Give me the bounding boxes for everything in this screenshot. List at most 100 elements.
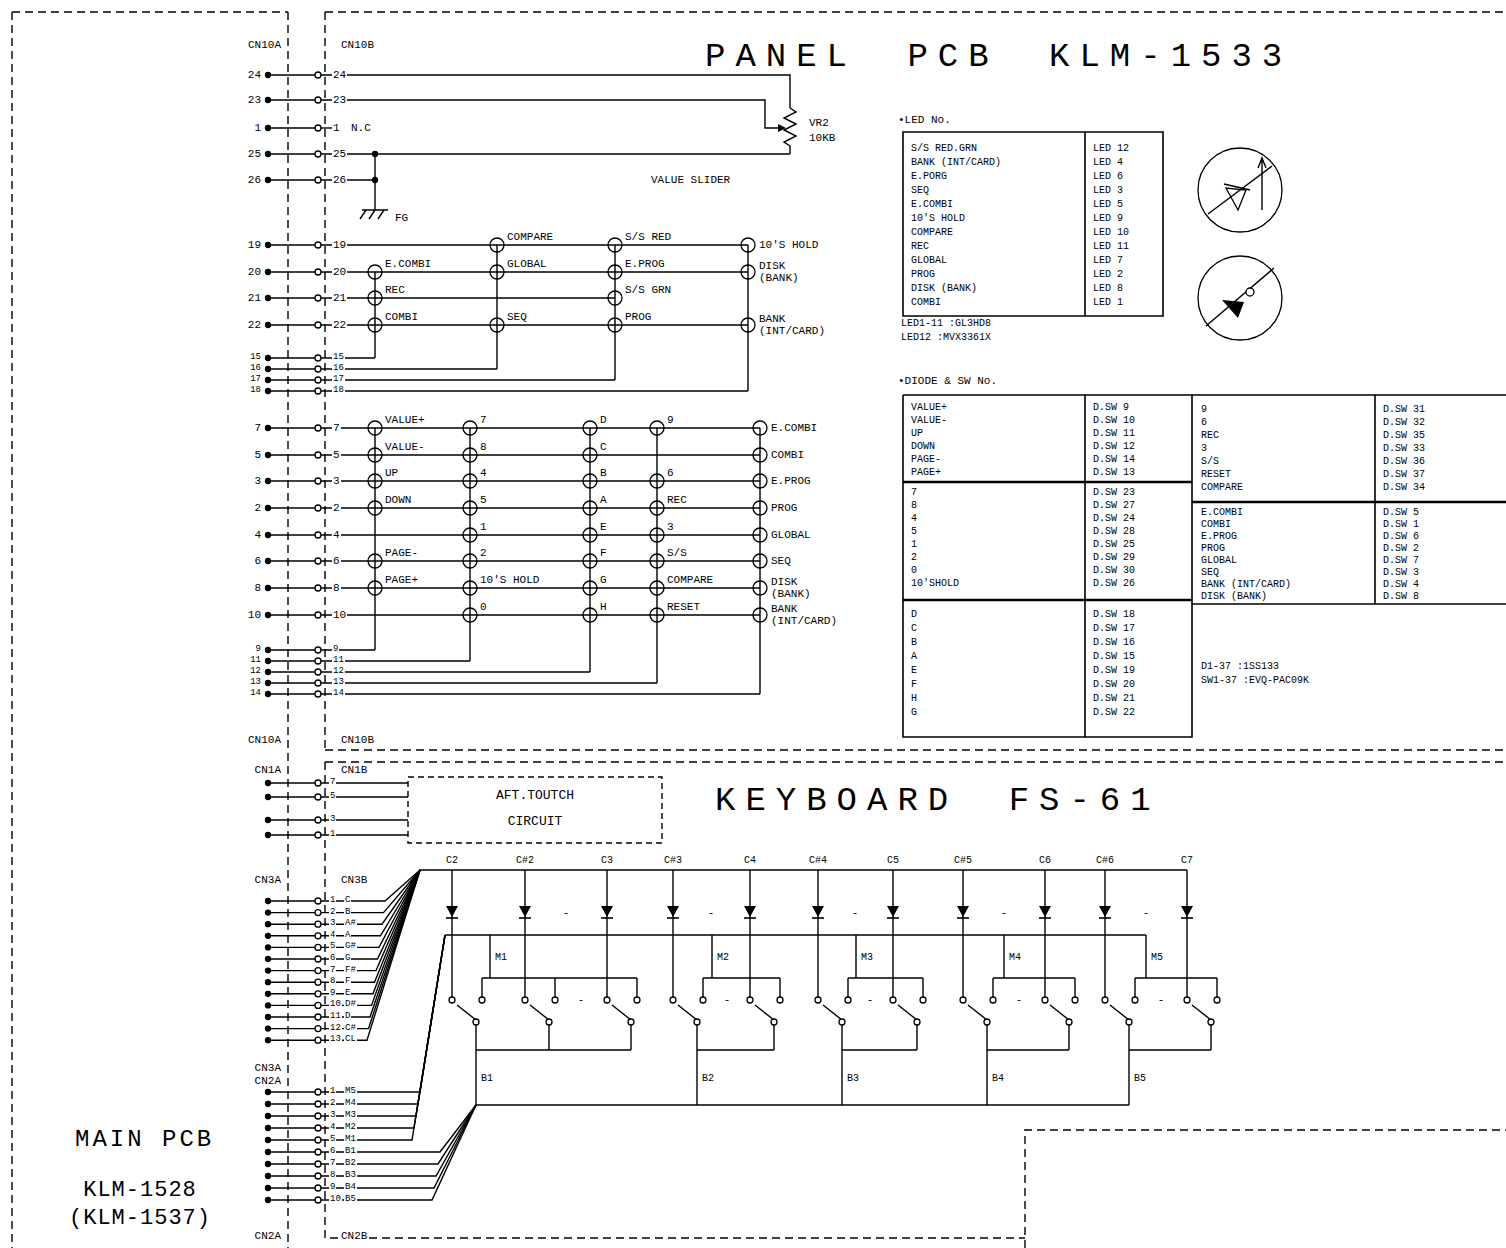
- key-name: C#6: [1095, 855, 1115, 866]
- signal-name: B5: [344, 1195, 357, 1205]
- pin-number: 6: [329, 954, 336, 964]
- region-outline: [12, 12, 288, 1248]
- switch-name: 2: [479, 547, 488, 559]
- switch-contact: [1102, 997, 1108, 1003]
- pin-number: 7: [329, 966, 336, 976]
- b-group-wire: [1129, 1049, 1211, 1050]
- diode-bar: [1181, 917, 1193, 919]
- column-wire: [321, 671, 590, 672]
- pin-number: 2: [253, 502, 262, 514]
- table-cell: 4: [910, 513, 918, 524]
- pin-terminal: [315, 478, 321, 484]
- pin-terminal: [315, 910, 321, 916]
- pin-number: 1: [329, 1087, 336, 1097]
- row-wire: [321, 244, 748, 245]
- pin-wire: [268, 179, 315, 180]
- switch-symbol: [650, 501, 664, 515]
- switch-wire: [1216, 978, 1217, 997]
- table-cell: LED 1: [1092, 297, 1124, 308]
- key-name: C4: [743, 855, 757, 866]
- pin-number: 25: [247, 148, 262, 160]
- switch-name: DOWN: [384, 494, 412, 506]
- switch-name: VALUE+: [384, 414, 426, 426]
- led-name: E.COMBI: [384, 258, 432, 270]
- signal-name: M2: [716, 952, 730, 963]
- pin-number: 24: [332, 69, 347, 81]
- pin-wire: [268, 993, 315, 994]
- table-cell: D.SW 11: [1092, 428, 1136, 439]
- table-outline: [903, 395, 1506, 737]
- signal-name: CL: [344, 1035, 357, 1045]
- table-cell: LED 6: [1092, 171, 1124, 182]
- diode-bar: [957, 917, 969, 919]
- table-cell: LED 9: [1092, 213, 1124, 224]
- pin-wire: [268, 127, 315, 128]
- table-cell: D.SW 26: [1092, 578, 1136, 589]
- pin-number: 6: [253, 555, 262, 567]
- led-name: PROG: [624, 311, 652, 323]
- led-name: DISK (BANK): [758, 260, 828, 284]
- switch-symbol: [650, 528, 664, 542]
- led-name: 10'S HOLD: [758, 239, 828, 251]
- pin-wire: [268, 935, 315, 936]
- switch-pivot: [839, 1019, 845, 1025]
- pin-terminal: [315, 1173, 321, 1179]
- pin-terminal: [315, 585, 321, 591]
- key-name: C2: [445, 855, 459, 866]
- switch-pivot: [694, 1019, 700, 1025]
- switch-lever: [1192, 1005, 1211, 1020]
- row-wire: [321, 507, 760, 508]
- switch-symbol: [583, 474, 597, 488]
- box-outline: [408, 777, 662, 843]
- switch-name: C: [599, 441, 608, 453]
- part-note: D1-37 :1SS133: [1200, 661, 1280, 672]
- switch-wire: [916, 1025, 917, 1050]
- diode-symbol: [957, 906, 969, 917]
- switch-name: 5: [479, 494, 488, 506]
- switch-contact: [1132, 997, 1138, 1003]
- switch-lever: [898, 1005, 917, 1020]
- matrix-wire: [321, 935, 445, 1092]
- table-cell: LED 8: [1092, 283, 1124, 294]
- connector-name: CN2A: [254, 1075, 282, 1087]
- table-cell: 6: [1200, 417, 1208, 428]
- resistor-symbol: [784, 108, 796, 154]
- signal-name: M3: [860, 952, 874, 963]
- table-cell: LED 2: [1092, 269, 1124, 280]
- column-wire: [589, 428, 590, 672]
- pin-terminal: [315, 322, 321, 328]
- pin-number: 17: [332, 375, 345, 385]
- row-wire: [321, 454, 760, 455]
- signal-name: A#: [344, 919, 357, 929]
- led-symbol: [490, 318, 504, 332]
- switch-wire: [696, 1025, 697, 1050]
- switch-name: 3: [666, 521, 675, 533]
- switch-contact: [700, 997, 706, 1003]
- table-cell: E.COMBI: [910, 199, 954, 210]
- switch-wire: [773, 1025, 774, 1050]
- switch-wire: [1068, 1025, 1069, 1050]
- pin-terminal: [315, 388, 321, 394]
- pin-wire: [268, 819, 315, 820]
- pin-number: 2: [329, 908, 336, 918]
- switch-symbol: [650, 608, 664, 622]
- m-group-wire: [703, 977, 780, 978]
- diode-bar: [601, 917, 613, 919]
- pin-terminal: [315, 1185, 321, 1191]
- m-group-wire: [993, 977, 1075, 978]
- signal-name: B2: [344, 1159, 357, 1169]
- pin-terminal: [315, 691, 321, 697]
- switch-wire: [1128, 1025, 1129, 1050]
- pin-wire: [268, 244, 315, 245]
- pin-terminal: [315, 242, 321, 248]
- switch-contact: [777, 997, 783, 1003]
- pin-terminal: [315, 377, 321, 383]
- pin-number: 19: [247, 239, 262, 251]
- led-name: S/S GRN: [624, 284, 672, 296]
- pin-wire: [268, 368, 315, 369]
- table-cell: D.SW 7: [1382, 555, 1420, 566]
- table-cell: A: [910, 651, 918, 662]
- signal-name: D#: [344, 1000, 357, 1010]
